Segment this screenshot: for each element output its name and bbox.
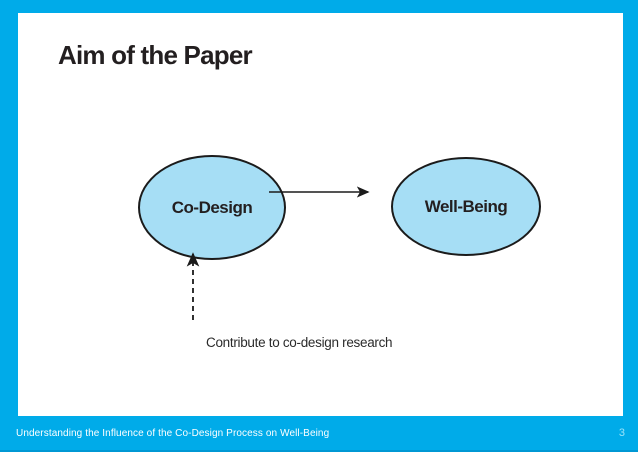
footer-deck-title: Understanding the Influence of the Co-De… bbox=[16, 427, 330, 439]
diagram-caption: Contribute to co-design research bbox=[206, 335, 393, 350]
diagram-node-co-design: Co-Design bbox=[138, 155, 286, 260]
page-title: Aim of the Paper bbox=[58, 40, 253, 70]
diagram-node-label: Co-Design bbox=[171, 197, 253, 217]
diagram-node-label: Well-Being bbox=[424, 196, 508, 216]
footer-bar: Understanding the Influence of the Co-De… bbox=[0, 416, 638, 452]
slide-content-area: Aim of the Paper Co-Design Well-Being Co… bbox=[18, 13, 623, 416]
diagram-node-well-being: Well-Being bbox=[391, 157, 541, 256]
footer-page-number: 3 bbox=[618, 427, 625, 439]
